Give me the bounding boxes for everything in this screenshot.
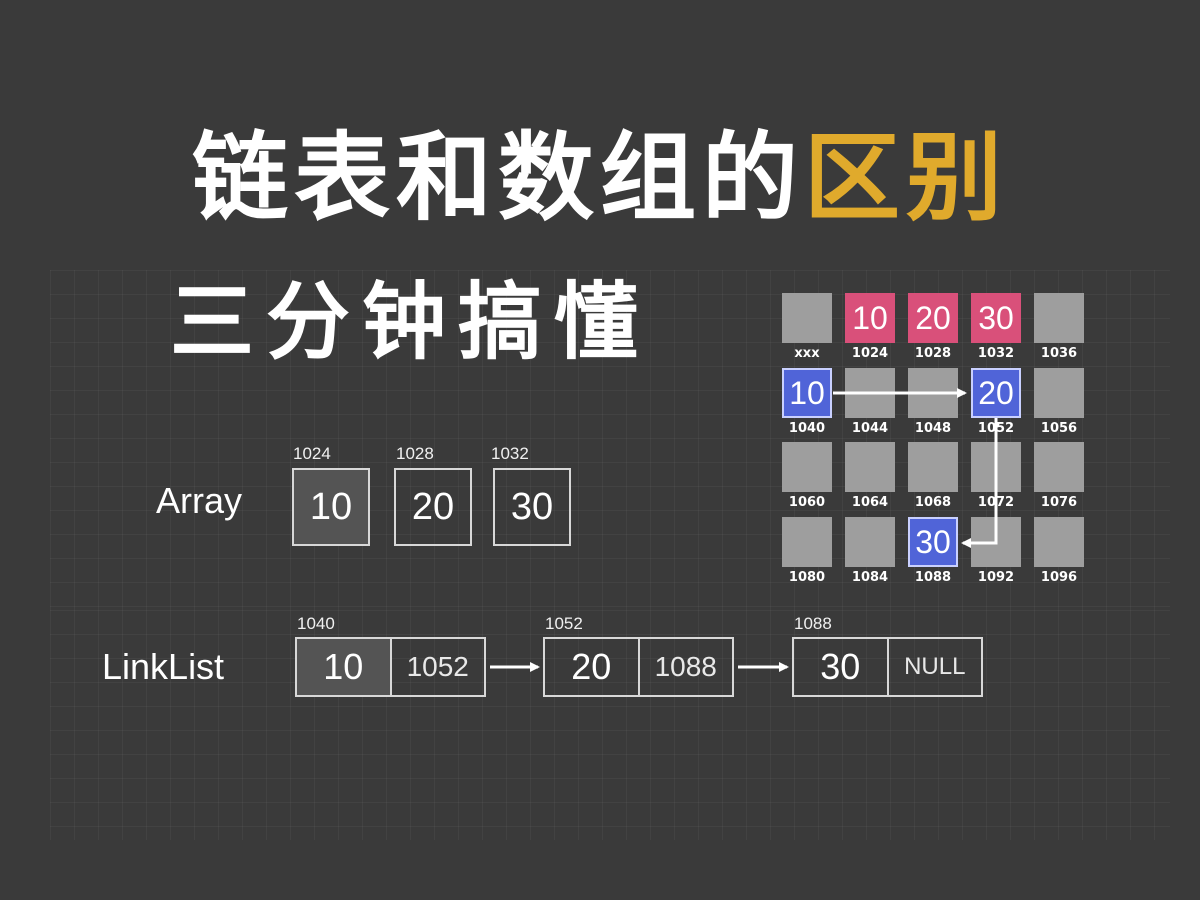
array-cell: 30 — [493, 468, 571, 546]
title-main: 链表和数组的 — [192, 122, 804, 234]
array-cell: 10 — [292, 468, 370, 546]
linklist-node: 20 1088 — [543, 637, 734, 697]
memory-addr: 1088 — [914, 570, 952, 585]
memory-addr: 1032 — [977, 346, 1015, 361]
memory-block: 20 — [971, 368, 1021, 418]
memory-block — [1034, 517, 1084, 567]
memory-block — [782, 517, 832, 567]
array-cell-addr: 1032 — [491, 444, 529, 463]
linklist-node: 30 NULL — [792, 637, 983, 697]
memory-block: 20 — [908, 293, 958, 343]
memory-addr: 1080 — [788, 570, 826, 585]
node-value: 20 — [545, 639, 640, 695]
memory-block — [845, 517, 895, 567]
node-next-pointer: 1088 — [654, 651, 717, 682]
node-addr: 1052 — [545, 614, 583, 633]
array-label: Array — [156, 480, 243, 521]
array-cell-addr: 1024 — [293, 444, 331, 463]
memory-block — [782, 293, 832, 343]
node-next-pointer: 1052 — [406, 651, 469, 682]
memory-block: 10 — [845, 293, 895, 343]
memory-addr: 1044 — [851, 421, 889, 436]
node-value: 10 — [297, 639, 392, 695]
memory-block — [782, 442, 832, 492]
memory-block — [908, 442, 958, 492]
array-cell: 20 — [394, 468, 472, 546]
node-addr: 1088 — [794, 614, 832, 633]
node-addr: 1040 — [297, 614, 335, 633]
memory-block: 10 — [782, 368, 832, 418]
memory-addr: 1060 — [788, 495, 826, 510]
memory-arrow — [961, 418, 998, 548]
memory-addr: 1076 — [1040, 495, 1078, 510]
linklist-label: LinkList — [102, 646, 225, 687]
memory-addr: 1092 — [977, 570, 1015, 585]
page-title: 链表和数组的区别 — [0, 118, 1200, 238]
page-subtitle: 三分钟搞懂 — [170, 273, 651, 371]
memory-addr: 1028 — [914, 346, 952, 361]
memory-addr: 1056 — [1040, 421, 1078, 436]
memory-block — [845, 442, 895, 492]
node-value: 30 — [794, 639, 889, 695]
memory-block — [1034, 293, 1084, 343]
memory-addr: xxx — [794, 346, 820, 361]
memory-addr: 1064 — [851, 495, 889, 510]
memory-block — [1034, 442, 1084, 492]
memory-block: 30 — [908, 517, 958, 567]
node-next-pointer: NULL — [904, 653, 966, 680]
memory-addr: 1040 — [788, 421, 826, 436]
linklist-node: 10 1052 — [295, 637, 486, 697]
array-cell-addr: 1028 — [396, 444, 434, 463]
memory-block: 30 — [971, 293, 1021, 343]
memory-addr: 1048 — [914, 421, 952, 436]
memory-addr: 1096 — [1040, 570, 1078, 585]
memory-addr: 1024 — [851, 346, 889, 361]
title-highlight: 区别 — [804, 122, 1008, 234]
memory-addr: 1068 — [914, 495, 952, 510]
grid-background-bottom — [50, 610, 1170, 840]
memory-addr: 1036 — [1040, 346, 1078, 361]
memory-addr: 1084 — [851, 570, 889, 585]
memory-block — [1034, 368, 1084, 418]
